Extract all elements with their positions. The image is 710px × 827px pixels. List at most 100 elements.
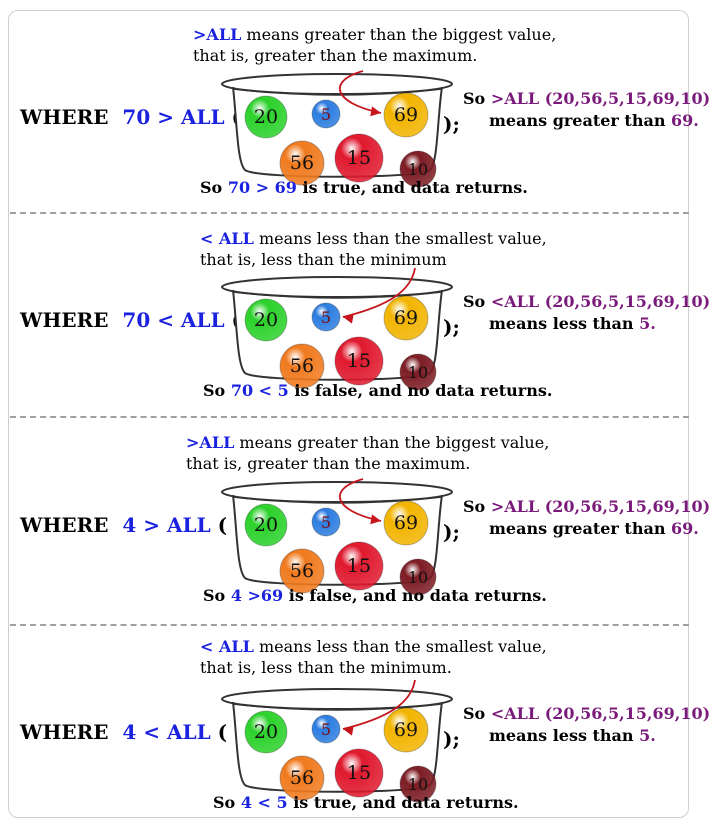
ball-label: 10 — [408, 363, 428, 382]
ball-5: 5 — [311, 302, 341, 332]
conclusion: So 70 > 69 is true, and data returns. — [200, 178, 528, 197]
side-line-2: means less than 5. — [463, 313, 710, 335]
ball-label: 56 — [290, 152, 314, 174]
side-line-1: So <ALL (20,56,5,15,69,10) — [463, 703, 710, 725]
side-text: means greater than — [489, 519, 666, 538]
side-line-2: means greater than 69. — [463, 110, 710, 132]
ball-69: 69 — [383, 707, 429, 753]
ball-10: 10 — [399, 353, 437, 391]
ball-label: 10 — [408, 568, 428, 587]
conclusion-so: So — [200, 178, 223, 197]
conclusion-text: is false, and no data returns. — [294, 381, 553, 400]
ball-15: 15 — [334, 336, 384, 386]
ball-label: 5 — [321, 720, 331, 739]
where-keyword: WHERE — [20, 720, 109, 744]
note-line-2: that is, less than the minimum — [200, 249, 547, 270]
bowl-rim — [221, 276, 453, 298]
ball-label: 56 — [290, 355, 314, 377]
ball-label: 20 — [254, 721, 278, 743]
note-text: that is, greater than the maximum. — [193, 46, 478, 65]
note-text: means less than the smallest value, — [253, 637, 547, 656]
side-explanation: So >ALL (20,56,5,15,69,10)means greater … — [463, 88, 710, 132]
ball-20: 20 — [244, 95, 288, 139]
close-paren-semicolon: ); — [443, 520, 460, 544]
ball-label: 15 — [347, 762, 371, 784]
ball-56: 56 — [279, 343, 325, 389]
side-expression: >ALL (20,56,5,15,69,10) — [490, 497, 710, 516]
conclusion-so: So — [213, 793, 236, 812]
explanation-note: >ALL means greater than the biggest valu… — [193, 24, 556, 66]
ball-69: 69 — [383, 92, 429, 138]
ball-label: 69 — [394, 512, 418, 534]
ball-69: 69 — [383, 500, 429, 546]
ball-label: 15 — [347, 555, 371, 577]
conclusion-expression: 70 < 5 — [230, 381, 289, 400]
side-value: 69. — [671, 519, 699, 538]
arrow-icon — [342, 267, 416, 324]
conclusion-expression: 4 < 5 — [240, 793, 288, 812]
side-line-1: So >ALL (20,56,5,15,69,10) — [463, 88, 710, 110]
side-expression: >ALL (20,56,5,15,69,10) — [490, 89, 710, 108]
side-text: means less than — [489, 314, 634, 333]
note-operator: < ALL — [200, 637, 254, 656]
ball-label: 69 — [394, 719, 418, 741]
note-operator: < ALL — [200, 229, 254, 248]
note-line-1: < ALL means less than the smallest value… — [200, 636, 547, 657]
ball-label: 10 — [408, 160, 428, 179]
ball-label: 5 — [321, 513, 331, 532]
ball-5: 5 — [311, 99, 341, 129]
note-line-2: that is, less than the minimum. — [200, 657, 547, 678]
conclusion-expression: 4 >69 — [230, 586, 284, 605]
bowl-inner-rim — [232, 291, 443, 299]
ball-label: 10 — [408, 775, 428, 794]
panel-divider — [10, 624, 689, 626]
ball-label: 15 — [347, 147, 371, 169]
ball-10: 10 — [399, 150, 437, 188]
explanation-note: < ALL means less than the smallest value… — [200, 636, 547, 678]
explanation-note: < ALL means less than the smallest value… — [200, 228, 547, 270]
conclusion: So 70 < 5 is false, and no data returns. — [203, 381, 552, 400]
side-line-2: means less than 5. — [463, 725, 710, 747]
side-line-1: So <ALL (20,56,5,15,69,10) — [463, 291, 710, 313]
where-keyword: WHERE — [20, 105, 109, 129]
ball-label: 15 — [347, 350, 371, 372]
side-so: So — [463, 292, 486, 311]
ball-label: 56 — [290, 560, 314, 582]
side-line-2: means greater than 69. — [463, 518, 710, 540]
note-text: that is, less than the minimum — [200, 250, 447, 269]
ball-label: 69 — [394, 104, 418, 126]
explanation-note: >ALL means greater than the biggest valu… — [186, 432, 549, 474]
panel-divider — [10, 416, 689, 418]
ball-15: 15 — [334, 541, 384, 591]
arrow-icon — [339, 478, 382, 525]
bowl-rim — [221, 481, 453, 503]
bowl-rim — [221, 688, 453, 710]
where-keyword: WHERE — [20, 513, 109, 537]
ball-20: 20 — [244, 710, 288, 754]
bowl-illustration: 20 5 69 56 15 10 — [221, 70, 453, 188]
note-operator: >ALL — [186, 433, 235, 452]
close-paren-semicolon: ); — [443, 727, 460, 751]
close-paren-semicolon: ); — [443, 112, 460, 136]
panel-divider — [10, 212, 689, 214]
side-text: means less than — [489, 726, 634, 745]
arrow-icon — [339, 70, 382, 117]
where-clause: WHERE 70 > ALL ( — [20, 105, 241, 129]
diagram-frame — [8, 10, 689, 818]
note-text: means greater than the biggest value, — [241, 25, 557, 44]
conclusion-so: So — [203, 586, 226, 605]
conclusion-text: is false, and no data returns. — [288, 586, 547, 605]
conclusion-expression: 70 > 69 — [227, 178, 297, 197]
note-line-2: that is, greater than the maximum. — [186, 453, 549, 474]
note-line-2: that is, greater than the maximum. — [193, 45, 556, 66]
ball-15: 15 — [334, 748, 384, 798]
side-value: 5. — [639, 726, 656, 745]
ball-56: 56 — [279, 548, 325, 594]
ball-20: 20 — [244, 298, 288, 342]
side-explanation: So >ALL (20,56,5,15,69,10)means greater … — [463, 496, 710, 540]
where-expression: 4 < ALL — [122, 720, 211, 744]
where-keyword: WHERE — [20, 308, 109, 332]
side-text: means greater than — [489, 111, 666, 130]
